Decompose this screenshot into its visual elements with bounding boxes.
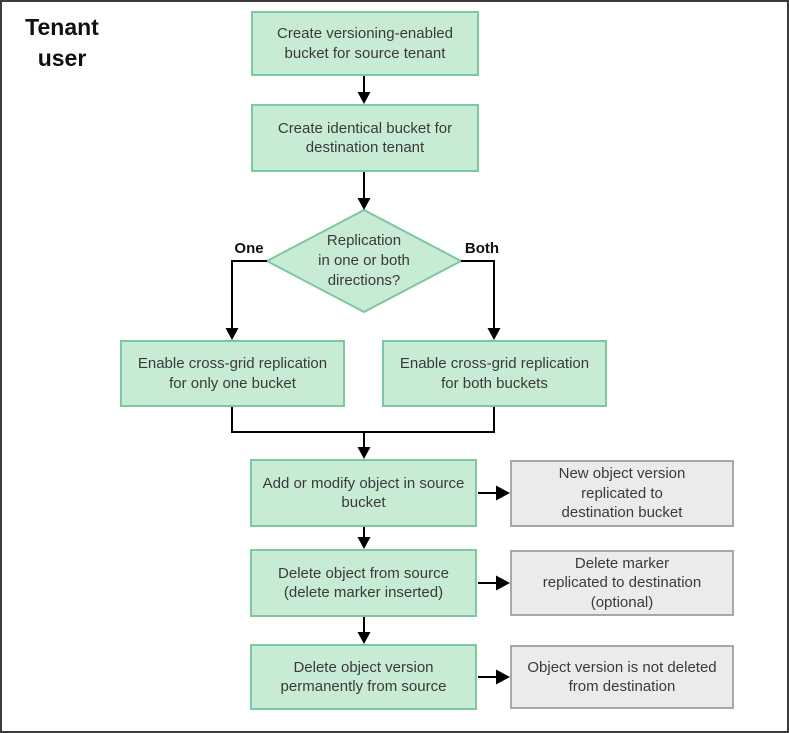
branch-label-one: One [234, 240, 264, 257]
decision-diamond-shape [264, 208, 464, 314]
connector-branch-one [231, 260, 267, 329]
page-title: Tenant user [25, 14, 99, 71]
node-delete-version-permanently: Delete object version permanently from s… [250, 644, 477, 710]
node-add-or-modify-object: Add or modify object in source bucket [250, 459, 477, 527]
arrowhead-branch-both [487, 328, 501, 340]
arrowhead-row1-outcome [496, 485, 510, 501]
arrowhead-merge-down [357, 447, 371, 459]
outcome-new-version-replicated: New object version replicated to destina… [510, 460, 734, 527]
arrowhead-row2-outcome [496, 575, 510, 591]
arrowhead-row3-outcome [496, 669, 510, 685]
outcome-version-not-deleted: Object version is not deleted from desti… [510, 645, 734, 709]
arrowhead-step2-decision [357, 198, 371, 210]
arrowhead-step1-step2 [357, 92, 371, 104]
node-delete-from-source: Delete object from source (delete marker… [250, 549, 477, 617]
node-create-destination-bucket: Create identical bucket for destination … [251, 104, 479, 172]
outcome-delete-marker-replicated: Delete marker replicated to destination … [510, 550, 734, 616]
connector-merge [231, 405, 495, 433]
node-enable-both-buckets: Enable cross-grid replication for both b… [382, 340, 607, 407]
node-enable-one-bucket: Enable cross-grid replication for only o… [120, 340, 345, 407]
branch-label-both: Both [464, 240, 500, 257]
arrowhead-branch-one [225, 328, 239, 340]
connector-branch-both [461, 260, 495, 329]
arrowhead-row1-row2 [357, 537, 371, 549]
node-create-source-bucket: Create versioning-enabled bucket for sou… [251, 11, 479, 76]
node-decision-label: Replication in one or both directions? [318, 232, 410, 289]
arrowhead-row2-row3 [357, 632, 371, 644]
